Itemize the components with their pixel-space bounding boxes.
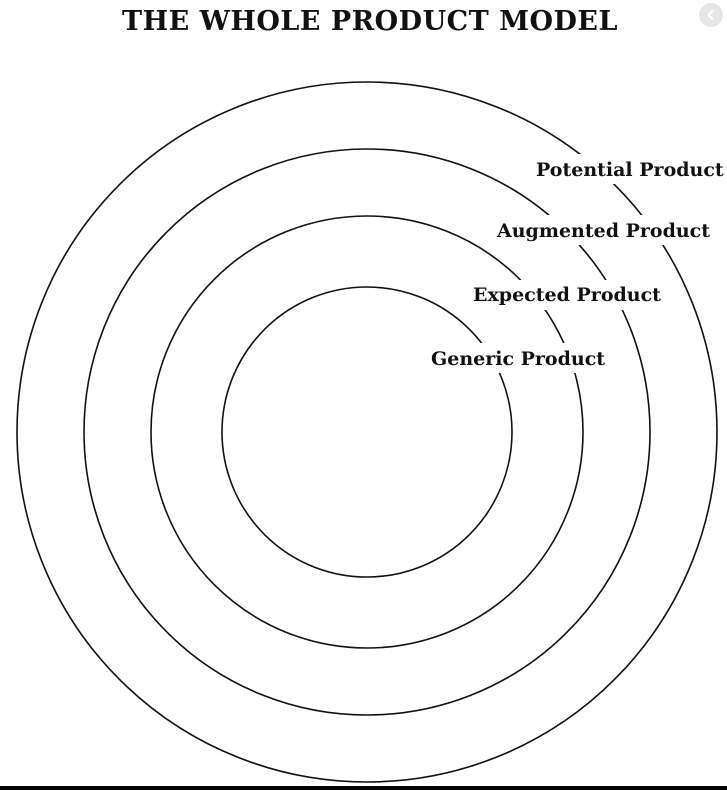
page-title: THE WHOLE PRODUCT MODEL [122, 6, 618, 37]
ring-label-expected: Expected Product [473, 284, 661, 306]
ring-augmented [83, 148, 651, 716]
ring-label-potential: Potential Product [536, 159, 724, 181]
bottom-divider [0, 786, 727, 790]
ring-expected [150, 215, 584, 649]
chevron-left-icon [707, 10, 714, 20]
ring-potential [16, 81, 718, 783]
ring-generic [221, 286, 513, 578]
ring-label-augmented: Augmented Product [496, 220, 710, 242]
previous-button[interactable] [699, 3, 723, 27]
ring-label-generic: Generic Product [431, 348, 605, 370]
